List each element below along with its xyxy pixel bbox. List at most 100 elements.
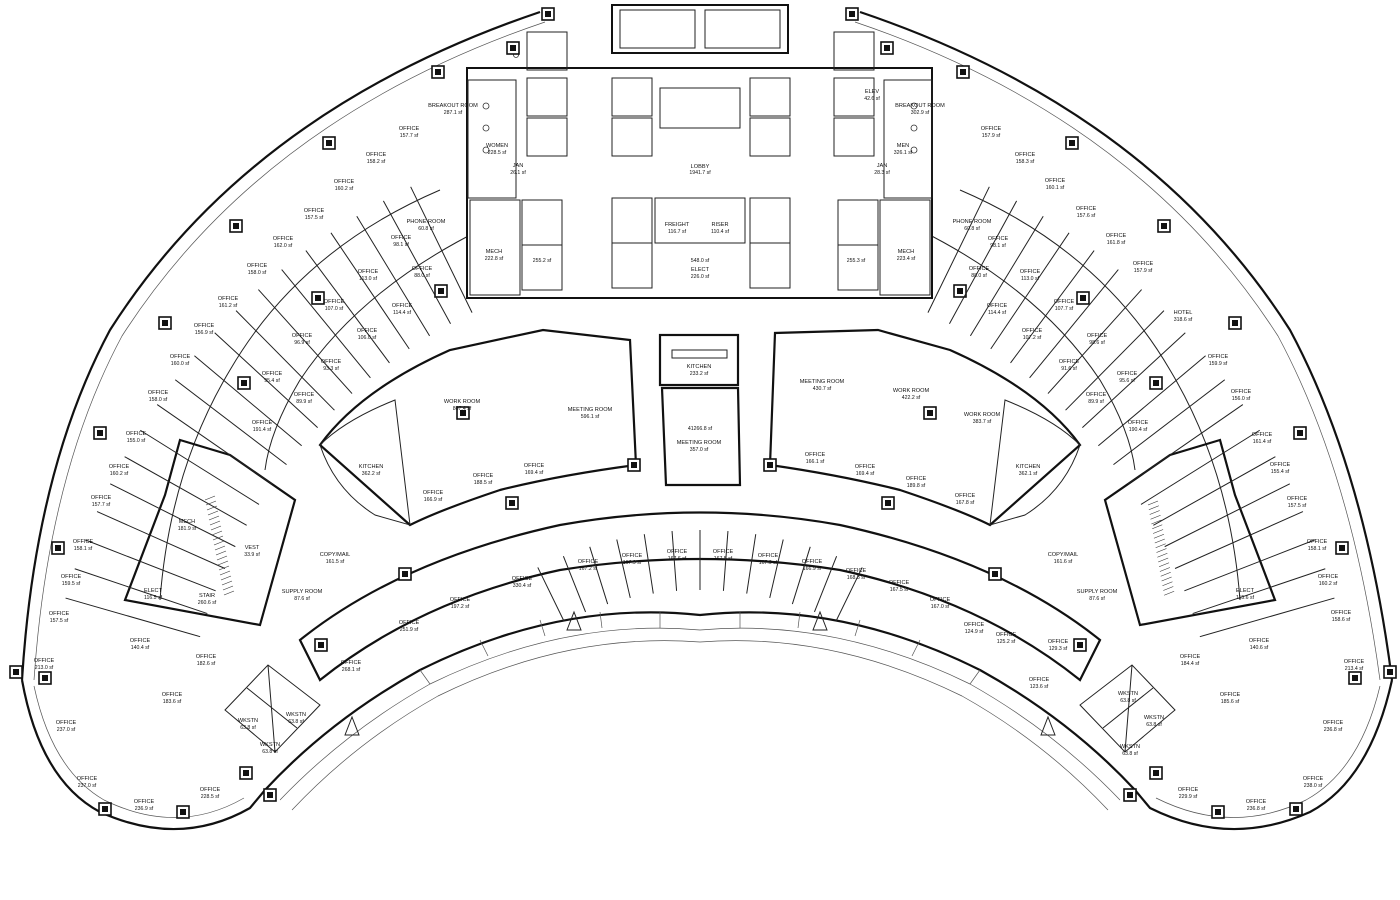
room-label: OFFICE [1015,152,1036,158]
column-core [1339,545,1345,551]
room-label: WKSTN [260,742,280,748]
room-area: 357.0 sf [690,447,709,453]
room-area: 157.6 sf [1077,213,1096,219]
column-core [55,545,61,551]
column-core [927,410,933,416]
room-label: COPY/MAIL [1048,552,1078,558]
stair-tread [1157,552,1168,558]
room-label: OFFICE [981,126,1002,132]
room-area: 89.9 sf [296,399,312,405]
room-area: 113.0 sf [359,276,378,282]
room-area: 167.0 sf [931,604,950,610]
room-area: 189.8 sf [907,483,926,489]
room-label: OFFICE [1303,776,1324,782]
room-area: 548.0 sf [691,258,710,264]
room-area: 161.5 sf [326,559,345,565]
stair-tread [1151,519,1162,525]
room-label: OFFICE [846,568,867,574]
room-area: 26.1 sf [510,170,526,176]
room-area: 169.4 sf [856,471,875,477]
stair-tread [219,570,231,576]
room-area: 42.6 sf [864,96,880,102]
room-label: KITCHEN [1016,464,1041,470]
room: 548.0 sf [691,258,710,264]
room-area: 166.1 sf [806,459,825,465]
room-area: 185.6 sf [1221,699,1240,705]
room-area: 158.2 sf [367,159,386,165]
lobby-area: 1941.7 sf [689,170,711,176]
partition-wall [1029,269,1119,379]
room-label: OFFICE [247,263,268,269]
room-label: WKSTN [238,718,258,724]
partition-wall [1174,511,1304,569]
room-area: 167.9 sf [759,560,778,566]
room-area: 63.8 sf [240,725,256,731]
stair-tread [210,525,222,531]
column-core [435,69,441,75]
room-area: 330.4 sf [513,583,532,589]
room-label: OFFICE [1252,432,1273,438]
stair-tread [1154,538,1165,544]
column-core [97,430,103,436]
partition-wall [1199,597,1335,638]
room-label: RISER [711,222,728,228]
lobby-label: LOBBY [691,164,710,170]
room-label: OFFICE [1106,233,1127,239]
room-area: 123.6 sf [1030,684,1049,690]
partition-wall [258,289,353,394]
stair-tread [220,575,232,581]
room-label: OFFICE [162,692,183,698]
room-label: OFFICE [1128,420,1149,426]
room-area: 63.8 sf [1122,751,1138,757]
room-label: OFFICE [512,576,533,582]
room-label: OFFICE [1076,206,1097,212]
room-label: ELEV [865,89,880,95]
room-area: 98.6 sf [1089,340,1105,346]
corridors [159,189,1241,682]
room-label: OFFICE [1208,354,1229,360]
partition-wall [156,404,273,485]
room-label: OFFICE [1318,574,1339,580]
room-label: OFFICE [964,622,985,628]
room-area: 807.4 sf [453,406,472,412]
partition-wall [174,379,287,466]
room-area: 236.8 sf [1247,806,1266,812]
stair-tread [1150,514,1161,520]
room-area: 95.6 sf [1119,378,1135,384]
room-area: 158.1 sf [74,546,93,552]
column-core [1077,642,1083,648]
room-area: 129.3 sf [1049,646,1068,652]
room-area: 228.5 sf [488,150,507,156]
room-area: 167.8 sf [956,500,975,506]
room-label: OFFICE [1220,692,1241,698]
room-area: 191.4 sf [253,427,272,433]
room-label: OFFICE [1048,639,1069,645]
partition-wall [194,355,302,447]
column-core [162,320,168,326]
